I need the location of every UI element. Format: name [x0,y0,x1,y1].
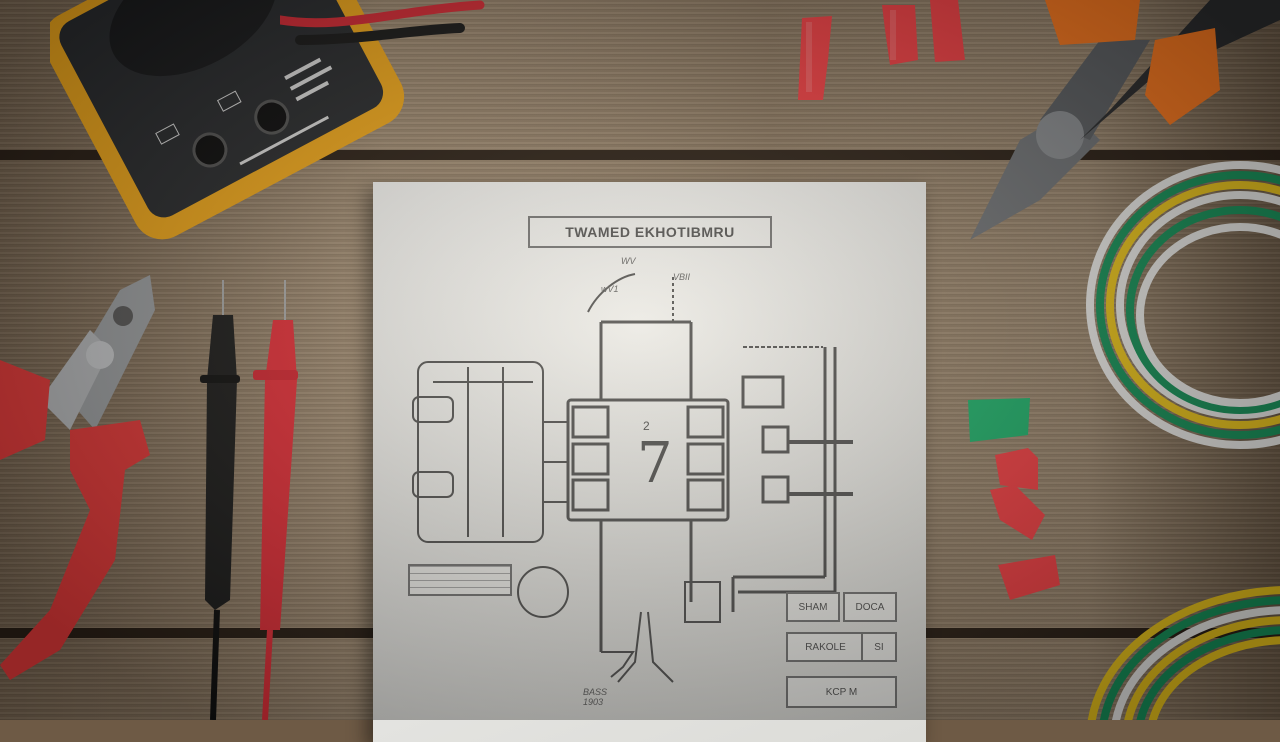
test-lead-cable-icon [280,0,485,45]
red-wire-nuts-icon [798,0,965,100]
wiring-schematic-paper: TWAMED EKHOTIBMRU [373,182,926,742]
top-label-vbii: VBII [673,272,691,282]
multimeter-icon [50,0,405,240]
bottom-label: BASS 1903 [583,687,608,707]
orange-pliers-icon [970,0,1280,240]
red-pliers-icon [0,275,155,680]
legend-doca: DOCA [843,592,897,622]
top-label-wv1: wV1 [601,284,619,294]
wire-nuts-icon [968,398,1060,600]
center-superscript: 2 [643,419,650,433]
wire-coil-icon [1086,161,1280,449]
legend-sham: SHAM [786,592,840,622]
test-probes-icon [200,280,298,720]
top-label-wv: WV [621,256,636,266]
circuit-diagram: 7 2 [412,273,853,683]
schematic-title: TWAMED EKHOTIBMRU [528,216,772,248]
legend-rakole: RAKOLE [786,632,865,662]
legend-kcp: KCP M [786,676,897,708]
wire-coil-bottom-icon [1087,586,1280,720]
left-legend-box: legible text unclear [408,564,512,596]
plank-gap [0,150,1280,160]
center-label: 7 [637,431,673,496]
legend-si: SI [861,632,897,662]
